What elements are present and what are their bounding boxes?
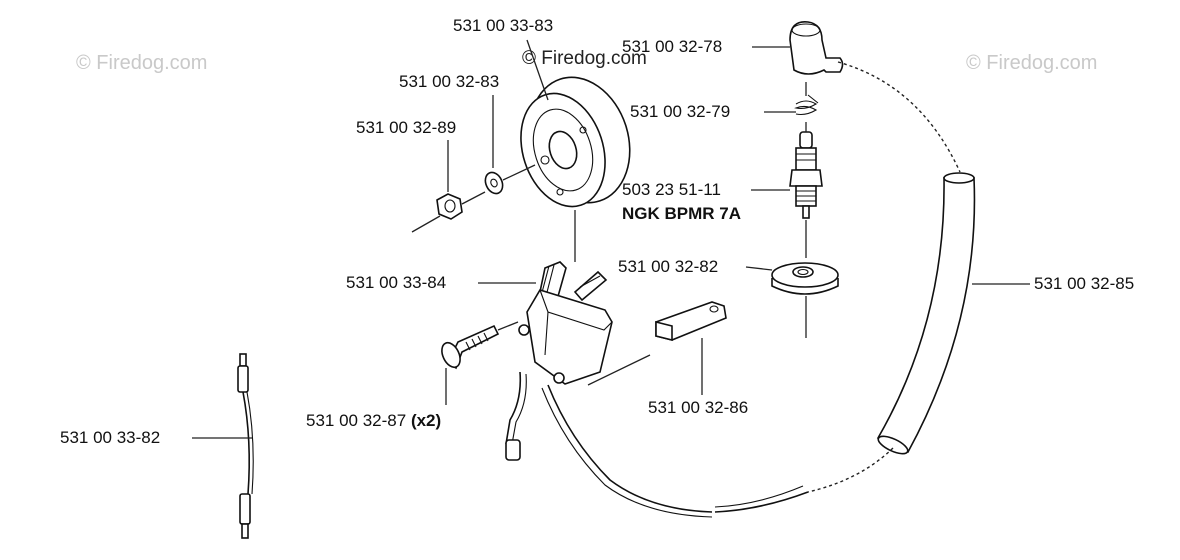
watermark-right: © Firedog.com xyxy=(966,52,1098,74)
ht-lead-part xyxy=(714,61,976,513)
label-ht-lead: 531 00 32-85 xyxy=(1034,274,1135,293)
label-screw-qty: (x2) xyxy=(410,411,442,430)
label-spring: 531 00 32-79 xyxy=(630,102,731,121)
nut-part xyxy=(436,193,463,220)
spark-plug-part xyxy=(789,131,823,219)
flywheel-part xyxy=(520,76,631,208)
watermark-center: © Firedog.com xyxy=(522,48,647,69)
grommet-part xyxy=(771,262,839,295)
label-grommet: 531 00 32-82 xyxy=(618,257,719,276)
screw-part xyxy=(441,324,500,370)
label-connector: 531 00 32-86 xyxy=(648,398,749,417)
ignition-module-part xyxy=(505,261,613,461)
short-cable-part xyxy=(237,353,254,539)
watermark-left: © Firedog.com xyxy=(76,52,208,74)
label-short-cable: 531 00 33-82 xyxy=(60,428,161,447)
label-nut: 531 00 32-89 xyxy=(356,118,457,137)
label-screw: 531 00 32-87 (x2) xyxy=(306,411,441,431)
boot-part xyxy=(789,21,844,75)
flywheel-leader xyxy=(526,39,549,101)
connector-part xyxy=(655,301,727,342)
label-flywheel: 531 00 33-83 xyxy=(453,16,554,35)
label-boot: 531 00 32-78 xyxy=(622,37,723,56)
label-spark-plug-type: NGK BPMR 7A xyxy=(622,204,742,223)
spring-part xyxy=(794,94,819,116)
washer-part xyxy=(484,171,504,195)
label-ignition-module: 531 00 33-84 xyxy=(346,273,447,292)
label-washer: 531 00 32-83 xyxy=(399,72,500,91)
label-screw-number: 531 00 32-87 xyxy=(306,411,407,430)
label-spark-plug: 503 23 51-11 xyxy=(622,180,721,199)
